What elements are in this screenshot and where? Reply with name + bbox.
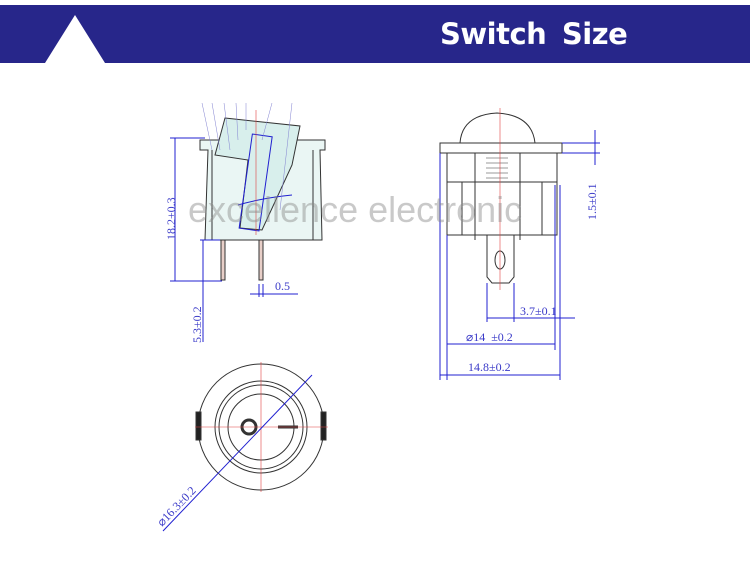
tab-width-dimension-label: 3.7±0.1: [520, 304, 557, 318]
bottom-view: [162, 362, 328, 532]
front-view: [439, 108, 600, 380]
header-banner: Switch Size: [0, 5, 750, 63]
height-dimension-label: 18.2±0.3: [164, 197, 178, 240]
page-title: Switch Size: [440, 17, 628, 51]
body-diameter-dimension-label: ⌀14 ±0.2: [466, 330, 513, 344]
pin-length-dimension-label: 5.3±0.2: [190, 306, 204, 343]
pin-thickness-dimension-label: 0.5: [275, 279, 290, 293]
triangle-icon: [45, 15, 105, 63]
flange-dimension-label: 1.5±0.1: [585, 183, 599, 220]
side-view: [170, 102, 326, 342]
watermark: excellence electronic: [188, 189, 522, 230]
outer-diameter-dimension-label: ⌀16.3±0.2: [154, 484, 199, 530]
total-width-dimension-label: 14.8±0.2: [468, 360, 511, 374]
